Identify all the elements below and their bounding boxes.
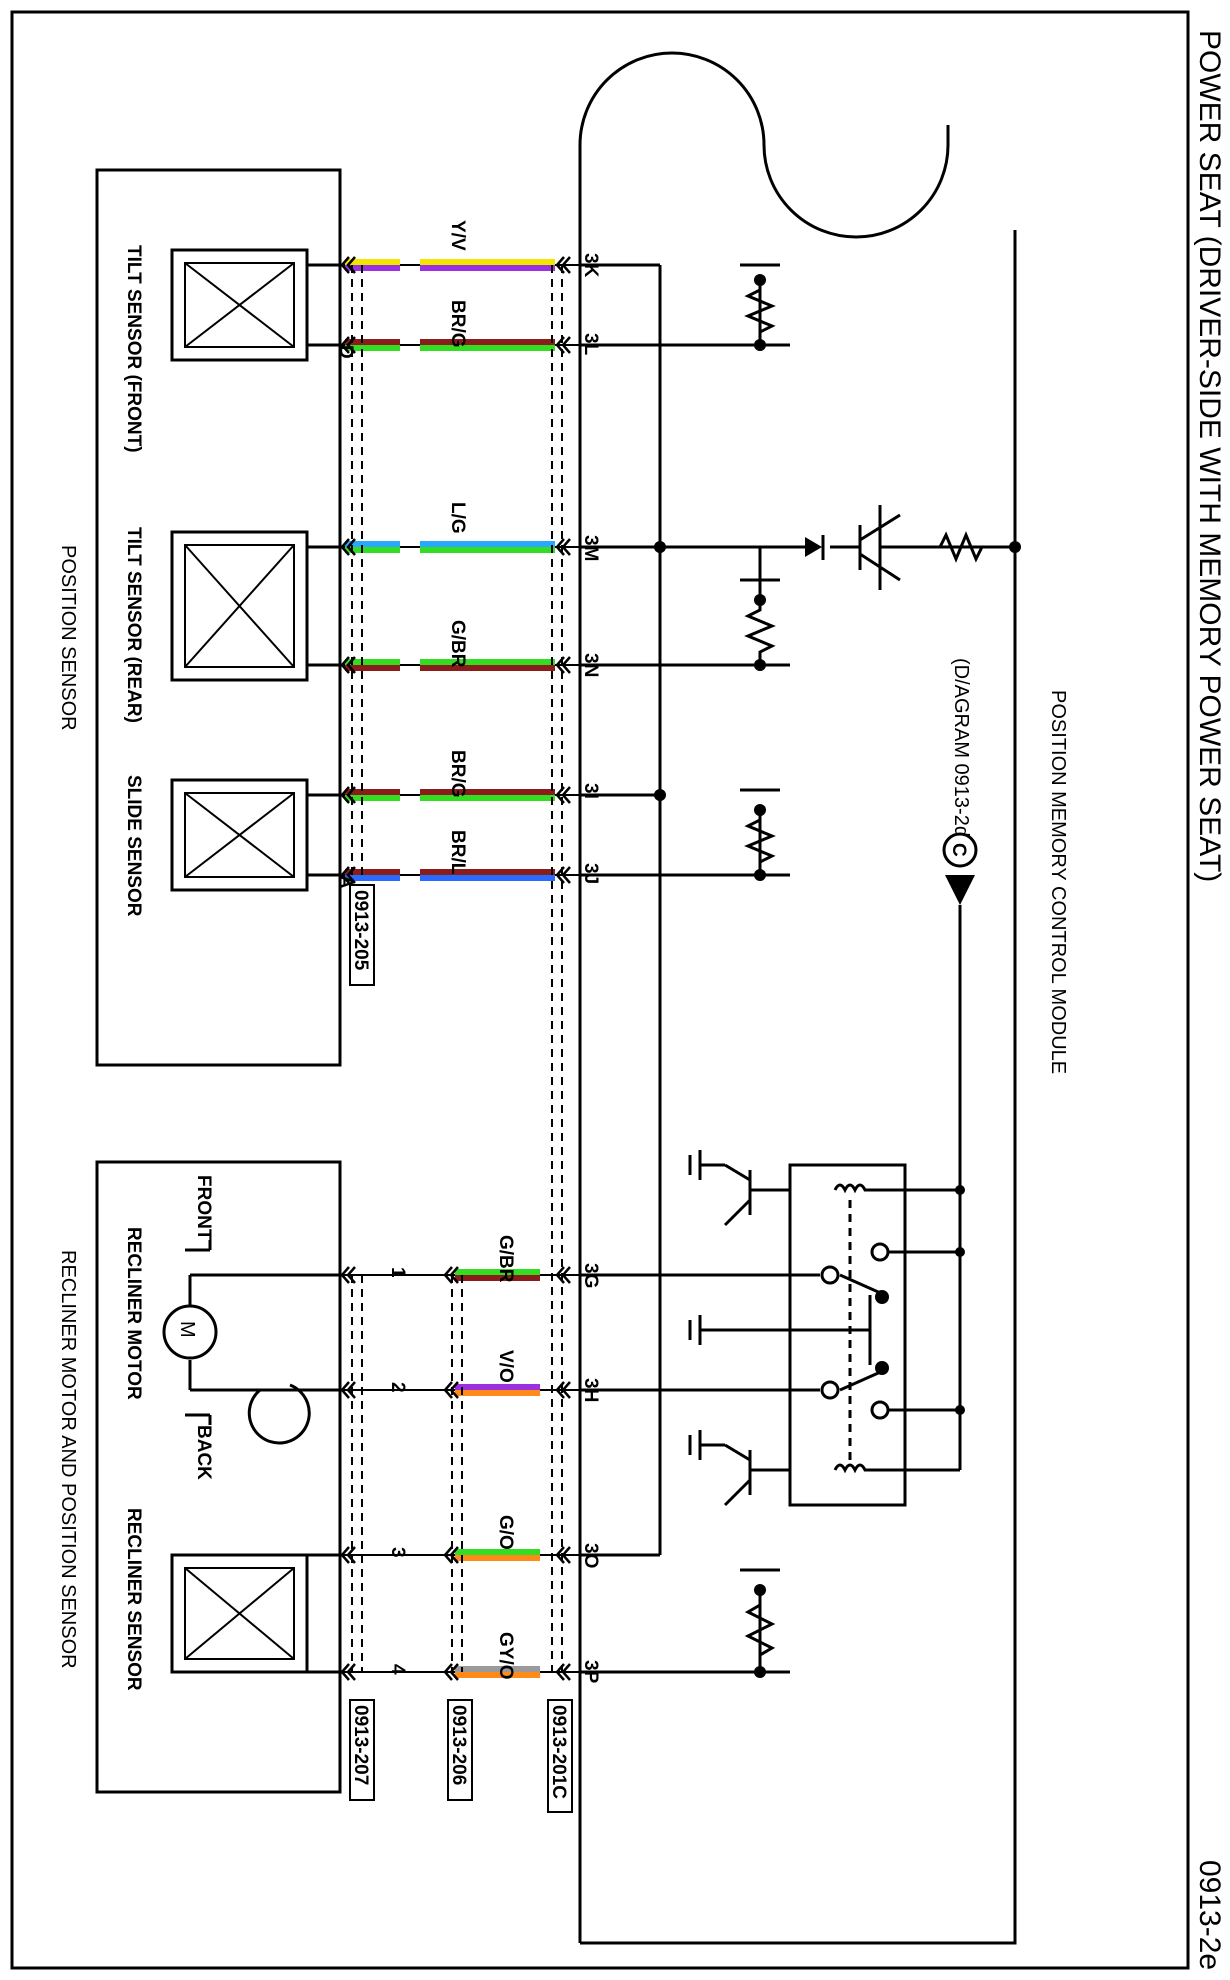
wire-3l-color-code: BR/G	[447, 300, 468, 348]
recliner-motor-label: RECLINER MOTOR	[123, 1227, 144, 1400]
diagram-title: POWER SEAT (DRIVER-SIDE WITH MEMORY POWE…	[1193, 30, 1226, 882]
diagram-reference: (D/AGRAM 0913-2d)	[950, 658, 972, 844]
connector-0913-201c: 0913-201C	[547, 1699, 573, 1813]
wire-3l-pin: 3L	[580, 333, 601, 356]
wire-3h-color-code: V/O	[495, 1350, 516, 1383]
wire-3p-color-code: GY/O	[495, 1632, 516, 1680]
connector-0913-207: 0913-207	[349, 1699, 375, 1801]
position-sensors: TILT SENSOR (FRONT) TILT SENSOR (REAR) SLI…	[123, 245, 340, 917]
wire-3j-pin: 3J	[580, 863, 601, 884]
wire-3g-color-code: G/BR	[495, 1235, 516, 1283]
recliner-box	[95, 1160, 342, 1794]
svg-text:0913-205: 0913-205	[350, 890, 371, 971]
splice-label-d: D	[335, 345, 356, 359]
page-code: 0913-2e	[1193, 1860, 1226, 1970]
module-name: POSITION MEMORY CONTROL MODULE	[1047, 690, 1069, 1074]
recliner-motor-circuit	[185, 1240, 340, 1445]
svg-text:0913-207: 0913-207	[350, 1705, 371, 1785]
sensor-3-cross-b	[184, 792, 295, 878]
svg-text:0913-201C: 0913-201C	[548, 1705, 569, 1799]
junction-dots	[654, 274, 1021, 1678]
sensor-1-cross-b	[184, 262, 295, 348]
wire-3g-pin: 3G	[580, 1263, 601, 1288]
sensor-1-label: TILT SENSOR (FRONT)	[123, 245, 144, 453]
wire-3j-color-code: BR/L	[447, 830, 468, 875]
wire-3i-color-code: BR/G	[447, 750, 468, 798]
wire-3k-color-code: Y/V	[447, 220, 468, 251]
wire-3o-terminal-number: 3	[387, 1547, 408, 1558]
recliner-motor-symbol	[162, 1304, 218, 1360]
wire-3m-color-code: L/G	[447, 502, 468, 534]
sensor-2-cross-b	[184, 544, 295, 668]
wire-3h-pin: 3H	[580, 1378, 601, 1402]
wire-3p-pin: 3P	[580, 1660, 601, 1684]
shield-lines	[351, 265, 563, 1672]
page-border	[10, 10, 1190, 1970]
back-label: BACK	[193, 1425, 214, 1480]
wire-3i-pin: 3I	[580, 783, 601, 799]
wire-3o-pin: 3O	[580, 1543, 601, 1568]
wire-3p-terminal-number: 4	[387, 1664, 408, 1675]
wire-3n-pin: 3N	[580, 653, 601, 677]
connector-0913-206: 0913-206	[447, 1699, 473, 1801]
recliner-name: RECLINER MOTOR AND POSITION SENSOR	[57, 1250, 79, 1669]
svg-text:0913-206: 0913-206	[448, 1705, 469, 1785]
front-label: FRONT	[193, 1175, 214, 1241]
wire-3g-terminal-number: 1	[387, 1267, 408, 1278]
wire-3o-color-code: G/O	[495, 1515, 516, 1550]
module-internal-circuits	[580, 263, 1017, 1674]
position-sensor-name: POSITION SENSOR	[57, 545, 79, 731]
wire-3p-chevron-sensor	[340, 1663, 356, 1681]
wire-3m-pin: 3M	[580, 535, 601, 561]
diode-and-transistor	[805, 505, 928, 590]
resistors	[740, 263, 1015, 1672]
motor-m-label: M	[176, 1321, 198, 1338]
svg-text:C: C	[948, 843, 969, 857]
recliner-sensor-label: RECLINER SENSOR	[123, 1508, 144, 1691]
connector-0913-205: 0913-205	[349, 884, 375, 986]
wire-3h-terminal-number: 2	[387, 1382, 408, 1393]
recliner-sensor	[170, 1553, 340, 1674]
relay-contacts	[820, 1185, 965, 1420]
motor-relay-block	[580, 1150, 962, 1507]
sensor-3-label: SLIDE SENSOR	[123, 775, 144, 917]
wire-3h-chevron-sensor	[340, 1381, 356, 1399]
wire-3k-pin: 3K	[580, 253, 601, 278]
position-memory-control-module	[578, 51, 1017, 1945]
sensor-2-label: TILT SENSOR (REAR)	[123, 527, 144, 723]
wire-3n-color-code: G/BR	[447, 620, 468, 668]
reference-c-symbol: C	[942, 832, 978, 1190]
